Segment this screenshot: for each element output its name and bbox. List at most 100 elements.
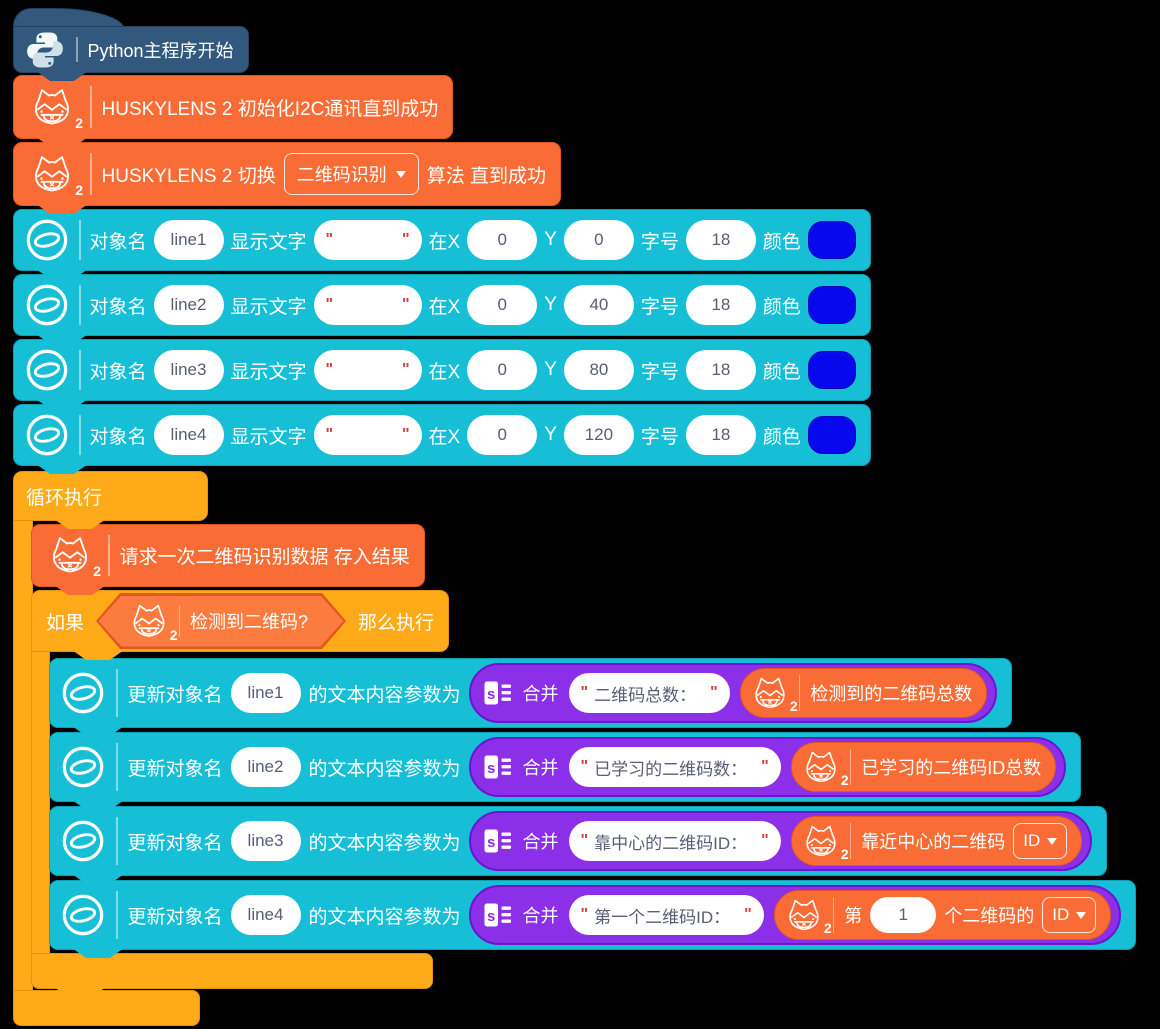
join-text-block[interactable]: 合并 " 二维码总数： " 2 检测到的二维码总数	[468, 663, 998, 723]
join-text-block[interactable]: 合并 " 已学习的二维码数： " 2 已学习的二维码ID总数	[468, 737, 1067, 797]
y-input[interactable]: 40	[563, 285, 634, 325]
text-input[interactable]: " "	[313, 350, 422, 390]
size-label: 字号	[640, 231, 679, 253]
update-text-block[interactable]: 更新对象名 line4 的文本内容参数为 合并 " 第一个二维码ID： " 2 …	[49, 880, 1137, 958]
update-text-block[interactable]: 更新对象名 line2 的文本内容参数为 合并 " 已学习的二维码数： " 2 …	[49, 732, 1082, 810]
string-input[interactable]: " 二维码总数： "	[568, 673, 730, 713]
object-name-input[interactable]: line2	[153, 285, 224, 325]
merge-label: 合并	[522, 832, 559, 852]
display-text-block[interactable]: 对象名 line3 显示文字 " " 在X 0 Y 80 字号 18 颜色	[13, 339, 871, 409]
update-text-block[interactable]: 更新对象名 line3 的文本内容参数为 合并 " 靠中心的二维码ID： " 2…	[49, 806, 1108, 884]
size-input[interactable]: 18	[685, 285, 756, 325]
string-input[interactable]: " 第一个二维码ID： "	[568, 895, 764, 935]
puzzle-tab	[72, 726, 124, 736]
update-text-block[interactable]: 更新对象名 line1 的文本内容参数为 合并 " 二维码总数： " 2 检测到…	[49, 658, 1013, 736]
object-name-input[interactable]: line2	[230, 747, 301, 787]
object-name-input[interactable]: line3	[153, 350, 224, 390]
loop-label: 循环执行	[26, 487, 103, 509]
algorithm-dropdown[interactable]: 二维码识别	[283, 153, 419, 195]
loop-bottom-arm	[13, 990, 200, 1026]
string-input[interactable]: " 已学习的二维码数： "	[568, 747, 781, 787]
object-name-input[interactable]: line1	[153, 220, 224, 260]
puzzle-tab	[36, 399, 88, 409]
y-input[interactable]: 0	[563, 220, 634, 260]
string-value: 二维码总数：	[594, 685, 697, 705]
x-input[interactable]: 0	[467, 285, 538, 325]
x-input[interactable]: 0	[467, 220, 538, 260]
text-value	[363, 295, 373, 315]
update-label: 更新对象名	[127, 758, 223, 780]
oval-display-icon	[24, 347, 70, 393]
string-join-icon	[483, 678, 513, 708]
puzzle-tab	[36, 334, 88, 344]
x-label: 在X	[428, 296, 461, 318]
puzzle-tab	[36, 204, 88, 214]
text-input[interactable]: " "	[313, 220, 422, 260]
huskylens-detected-boolean[interactable]: 2 检测到二维码?	[96, 593, 346, 649]
text-input[interactable]: " "	[313, 285, 422, 325]
x-input[interactable]: 0	[467, 350, 538, 390]
index-input[interactable]: 1	[870, 897, 937, 933]
divider	[798, 675, 801, 711]
update-label: 更新对象名	[127, 832, 223, 854]
huskylens-total-qrcode-reporter[interactable]: 2 检测到的二维码总数	[739, 668, 988, 718]
display-text-block[interactable]: 对象名 line4 显示文字 " " 在X 0 Y 120 字号 18 颜色	[13, 404, 871, 474]
loop-left-arm	[13, 519, 33, 992]
y-input[interactable]: 80	[563, 350, 634, 390]
divider	[108, 535, 110, 576]
object-name-input[interactable]: line4	[230, 895, 301, 935]
reporter-label: 已学习的二维码ID总数	[861, 758, 1042, 778]
divider	[79, 285, 81, 325]
color-swatch[interactable]	[807, 221, 856, 259]
color-swatch[interactable]	[807, 416, 856, 454]
property-value: ID	[1023, 831, 1041, 850]
size-input[interactable]: 18	[685, 415, 756, 455]
string-value: 第一个二维码ID：	[594, 907, 731, 927]
hexagon-fill: 2 检测到二维码?	[99, 596, 344, 647]
property-dropdown[interactable]: ID	[1013, 823, 1068, 859]
size-input[interactable]: 18	[685, 220, 756, 260]
y-input[interactable]: 120	[563, 415, 634, 455]
divider	[116, 891, 118, 939]
huskylens-badge: 2	[789, 697, 798, 714]
text-label: 显示文字	[230, 361, 307, 383]
y-label: Y	[544, 424, 557, 445]
display-text-block[interactable]: 对象名 line2 显示文字 " " 在X 0 Y 40 字号 18 颜色	[13, 274, 871, 344]
string-join-icon	[483, 752, 513, 782]
request-label: 请求一次二维码识别数据 存入结果	[119, 547, 410, 568]
huskylens-learned-qrcode-reporter[interactable]: 2 已学习的二维码ID总数	[790, 742, 1057, 792]
hat-label: Python主程序开始	[87, 40, 234, 61]
object-name-input[interactable]: line3	[230, 821, 301, 861]
if-bottom-arm	[31, 953, 433, 997]
if-block-header[interactable]: 如果 2 检测到二维码? 那么执行	[31, 590, 450, 660]
huskylens-switch-block[interactable]: 2 HUSKYLENS 2 切换 二维码识别 算法 直到成功	[13, 142, 562, 214]
color-swatch[interactable]	[807, 351, 856, 389]
huskylens-init-block[interactable]: 2 HUSKYLENS 2 初始化I2C通讯直到成功	[13, 75, 454, 147]
text-input[interactable]: " "	[313, 415, 422, 455]
python-start-hat-block[interactable]: Python主程序开始	[13, 26, 249, 81]
size-input[interactable]: 18	[685, 350, 756, 390]
object-name-input[interactable]: line1	[230, 673, 301, 713]
if-label: 如果	[46, 612, 85, 634]
property-dropdown[interactable]: ID	[1042, 897, 1097, 933]
oval-display-icon	[24, 412, 70, 458]
huskylens-nth-qrcode-reporter[interactable]: 2 第 1 个二维码的 ID	[773, 890, 1112, 940]
join-text-block[interactable]: 合并 " 靠中心的二维码ID： " 2 靠近中心的二维码 ID	[468, 811, 1093, 871]
color-swatch[interactable]	[807, 286, 856, 324]
x-input[interactable]: 0	[467, 415, 538, 455]
quote-mark: "	[580, 684, 589, 701]
huskylens-center-qrcode-reporter[interactable]: 2 靠近中心的二维码 ID	[790, 816, 1083, 866]
size-label: 字号	[640, 426, 679, 448]
loop-block-header[interactable]: 循环执行	[13, 471, 208, 529]
divider	[116, 743, 118, 791]
object-name-input[interactable]: line4	[153, 415, 224, 455]
x-label: 在X	[428, 426, 461, 448]
display-text-block[interactable]: 对象名 line1 显示文字 " " 在X 0 Y 0 字号 18 颜色	[13, 209, 871, 279]
huskylens-badge: 2	[840, 845, 849, 862]
string-input[interactable]: " 靠中心的二维码ID： "	[568, 821, 781, 861]
huskylens-request-block[interactable]: 2 请求一次二维码识别数据 存入结果	[31, 524, 425, 595]
text-value	[363, 360, 373, 380]
quote-mark: "	[401, 296, 410, 313]
join-text-block[interactable]: 合并 " 第一个二维码ID： " 2 第 1 个二维码的 ID	[468, 885, 1122, 945]
